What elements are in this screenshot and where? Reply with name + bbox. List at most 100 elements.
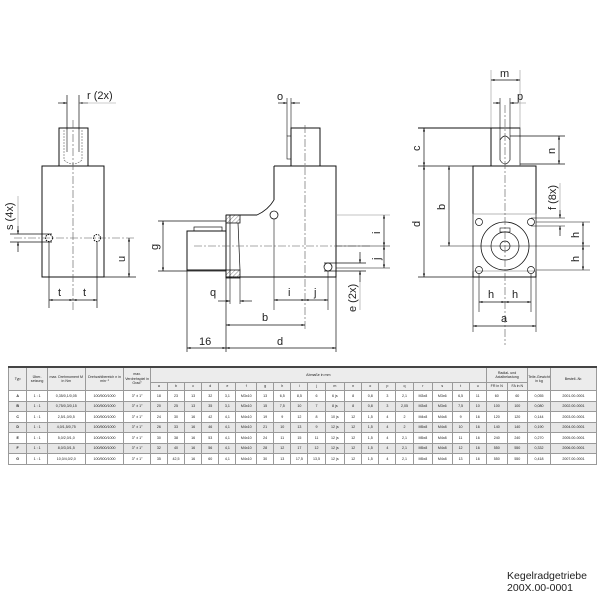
cell-axial-load: 550	[506, 442, 529, 454]
cell-speed: 100/500/1000	[84, 411, 125, 423]
cell-dim-d: 35	[201, 400, 220, 412]
cell-dim-s: M3x6	[432, 390, 453, 402]
header-dim-f: f	[235, 382, 258, 391]
cell-dim-t: 10	[451, 421, 470, 433]
label-i: i	[288, 287, 290, 299]
cell-axial-load: 140	[506, 421, 529, 433]
cell-dim-b: 40	[166, 442, 186, 454]
label-t-left: t	[58, 287, 61, 299]
label-j-vertical: j	[371, 258, 383, 261]
cell-dim-t: 6,5	[451, 390, 470, 402]
cell-dim-h: 13	[273, 453, 292, 465]
cell-torque: 0,35/0,1/0,05	[46, 390, 86, 402]
cell-dim-o: 1,5	[361, 411, 380, 423]
label-m: m	[500, 68, 509, 80]
label-r: r (2x)	[87, 90, 113, 102]
cell-dim-f: M4x10	[235, 432, 258, 444]
cell-radial-load: 60	[485, 390, 508, 402]
header-dim-u: u	[468, 382, 487, 391]
cell-dim-b: 38	[166, 432, 186, 444]
header-dim-g: g	[256, 382, 275, 391]
cell-dim-j: 9	[307, 421, 326, 433]
header-typ: Typ	[7, 366, 28, 391]
cell-dim-t: 12	[451, 442, 470, 454]
label-f: f (8x)	[547, 185, 559, 210]
label-t-right: t	[83, 287, 86, 299]
cell-dim-u: 16	[468, 421, 487, 433]
cell-dim-s: M4x8	[432, 421, 453, 433]
label-s: s (4x)	[4, 203, 16, 231]
cell-dim-j: 12	[307, 442, 326, 454]
cell-torque: 10,0/4,0/2,0	[46, 453, 86, 465]
cell-radial-load: 240	[485, 432, 508, 444]
cell-dim-t: 9	[451, 411, 470, 423]
side-view	[158, 98, 390, 352]
cell-backlash: 3° ± 1°	[123, 442, 151, 454]
label-p: p	[517, 91, 523, 103]
cell-dim-s: M4x8	[432, 442, 453, 454]
cell-dim-m: 12 js	[324, 421, 346, 433]
cell-dim-d: 56	[201, 442, 220, 454]
cell-dim-b: 30	[166, 411, 186, 423]
cell-dim-r: M3x8	[412, 390, 434, 402]
cell-order-no: 2004.00-0001	[549, 421, 598, 433]
cell-typ: G	[7, 453, 28, 465]
cell-dim-c: 13	[184, 400, 203, 412]
cell-weight: 0,055	[527, 390, 551, 402]
cell-dim-c: 16	[184, 432, 203, 444]
cell-weight: 0,190	[527, 421, 551, 433]
cell-dim-q: 2,1	[395, 442, 414, 454]
cell-dim-d: 32	[201, 390, 220, 402]
cell-dim-u: 10	[468, 400, 487, 412]
cell-dim-e: 4,1	[218, 453, 237, 465]
cell-typ: F	[7, 442, 28, 454]
cell-dim-j: 8	[307, 411, 326, 423]
header-ratio: Über-setzung	[26, 366, 48, 391]
header-dim-m: m	[324, 382, 346, 391]
cell-torque: 5,0/2,0/1,0	[46, 432, 86, 444]
cell-dim-f: M4x10	[235, 411, 258, 423]
cell-dim-p: 3	[378, 390, 397, 402]
cell-dim-e: 4,1	[218, 442, 237, 454]
part-number: 200X.00-0001	[507, 582, 573, 594]
cell-dim-u: 16	[468, 442, 487, 454]
cell-dim-n: 12	[344, 411, 363, 423]
cell-dim-e: 4,1	[218, 432, 237, 444]
header-dim-h: h	[273, 382, 292, 391]
header-load: Radial- und Axialbelastung	[485, 366, 529, 383]
cell-dim-i: 8,5	[290, 390, 309, 402]
header-torque: max. Drehmoment M in Nm	[46, 366, 86, 391]
cell-weight: 0,418	[527, 453, 551, 465]
cell-dim-p: 4	[378, 421, 397, 433]
cell-typ: B	[7, 400, 28, 412]
cell-ratio: 1 : 1	[26, 421, 48, 433]
cell-dim-c: 16	[184, 411, 203, 423]
cell-dim-d: 42	[201, 411, 220, 423]
header-dim-t: t	[451, 382, 470, 391]
header-dim-s: s	[432, 382, 453, 391]
label-n: n	[546, 148, 558, 154]
cell-dim-p: 3	[378, 400, 397, 412]
cell-radial-load: 100	[485, 400, 508, 412]
label-h-vertical-lower: h	[570, 256, 582, 262]
cell-dim-s: M4x8	[432, 432, 453, 444]
cell-dim-c: 13	[184, 390, 203, 402]
cell-dim-h: 10	[273, 421, 292, 433]
cell-torque: 8,0/3,0/1,5	[46, 442, 86, 454]
cell-dim-e: 3,1	[218, 390, 237, 402]
cell-ratio: 1 : 1	[26, 390, 48, 402]
cell-speed: 100/500/1000	[84, 421, 125, 433]
header-dim-q: q	[395, 382, 414, 391]
cell-dim-n: 8	[344, 390, 363, 402]
label-g: g	[149, 244, 161, 250]
cell-dim-o: 0,8	[361, 390, 380, 402]
header-speed: Drehzahlbereich n in min⁻¹	[84, 366, 125, 391]
cell-radial-load: 140	[485, 421, 508, 433]
cell-dim-m: 12 js	[324, 432, 346, 444]
product-title: Kegelradgetriebe	[507, 570, 587, 582]
cell-torque: 0,75/0,3/0,15	[46, 400, 86, 412]
